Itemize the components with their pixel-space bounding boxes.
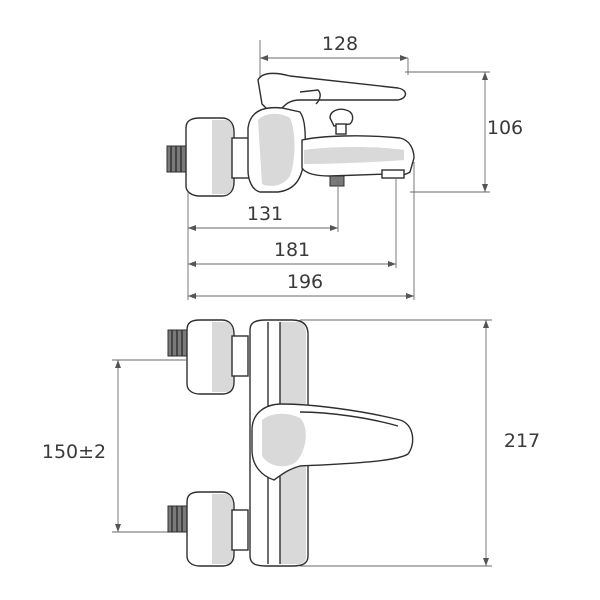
spout [301,135,415,187]
dim-196: 196 [188,162,415,300]
front-view: 217 150±2 [42,319,540,567]
dim-150-label: 150±2 [42,441,106,463]
dim-181: 181 [188,178,397,268]
side-inlet-connector [166,117,251,197]
front-lever [251,403,414,481]
side-view: 128 106 [166,33,523,300]
dim-128-label: 128 [322,33,358,55]
dim-106-label: 106 [487,117,523,139]
diverter-knob [329,108,354,135]
dim-131-label: 131 [247,203,283,225]
lever-handle [257,72,407,113]
front-top-inlet [167,319,249,395]
dim-131: 131 [187,180,339,300]
dim-150: 150±2 [42,359,186,533]
dim-217: 217 [300,319,540,567]
dim-106: 106 [405,71,523,193]
front-bottom-inlet [167,491,249,567]
dim-181-label: 181 [274,239,310,261]
side-valve-body [247,106,306,193]
dim-217-label: 217 [504,430,540,452]
dim-128: 128 [259,33,409,88]
dim-196-label: 196 [287,271,323,293]
